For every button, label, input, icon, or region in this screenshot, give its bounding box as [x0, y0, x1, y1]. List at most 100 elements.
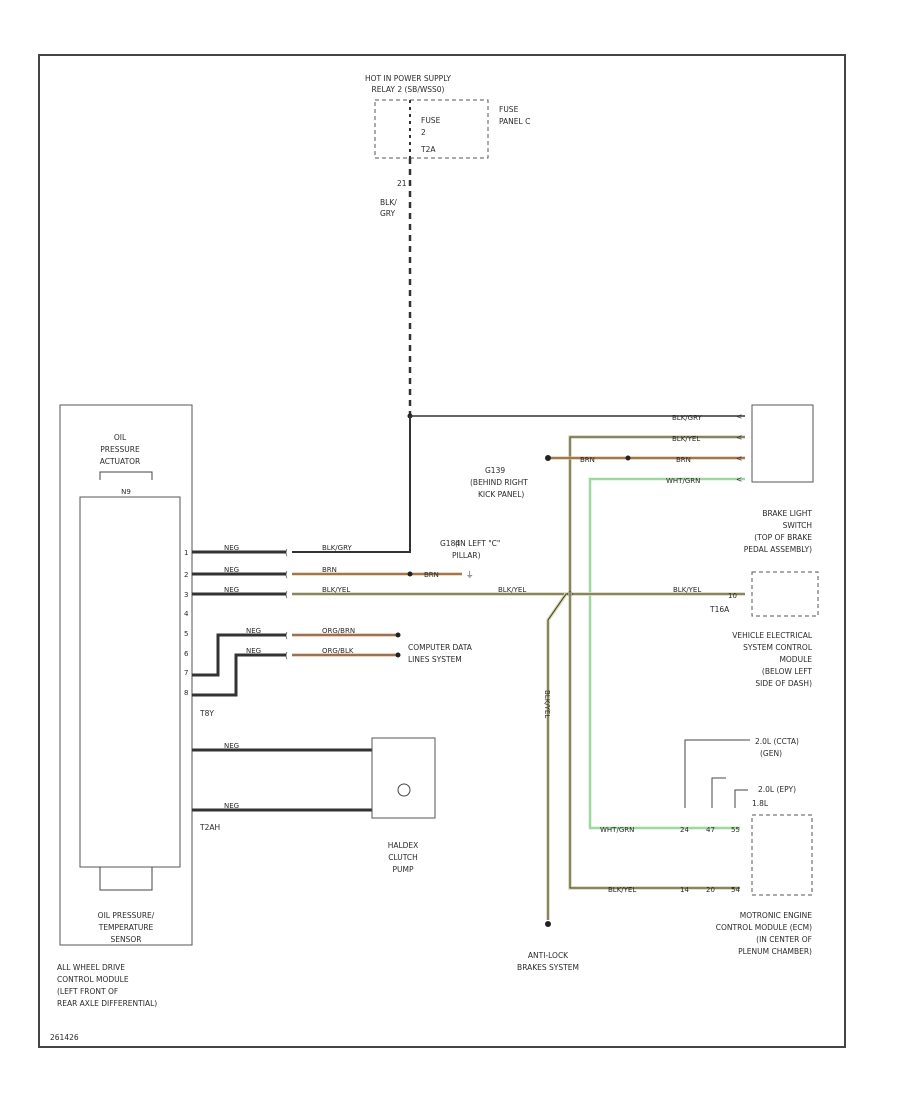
top-wire-color: BLK/ [380, 198, 397, 207]
ecm-pin-q3: 54 [731, 886, 740, 894]
fuse-panel-label-2: PANEL C [499, 117, 530, 126]
wire-label-blk-gry-1: BLK/GRY [322, 544, 352, 552]
haldex-pump-box [371, 737, 436, 819]
ground-g184-symbol: ⏚ [466, 570, 474, 579]
option-line-3 [734, 789, 748, 808]
power-supply-label: HOT IN POWER SUPPLY [365, 74, 451, 83]
brake-switch-label-3: (TOP OF BRAKE [754, 533, 812, 542]
awd-module-name-4: REAR AXLE DIFFERENTIAL) [57, 999, 157, 1008]
connector-mark-2: ( [285, 570, 288, 579]
power-supply-relay: RELAY 2 (SB/WSS0) [372, 85, 445, 94]
ecm-label-3: (IN CENTER OF [756, 935, 812, 944]
ground-g184-loc: (IN LEFT "C" [455, 539, 500, 548]
module-pin-4: 4 [184, 610, 189, 618]
motronic-ecm-box [751, 814, 813, 896]
wire-wht-grn [588, 477, 745, 830]
ecm-pin-p1: 24 [680, 826, 689, 834]
wire-label-neg-1: NEG [224, 544, 239, 552]
fuse-terminal: T2A [420, 145, 436, 154]
awd-module-name: ALL WHEEL DRIVE [57, 963, 125, 972]
brake-switch-label-4: PEDAL ASSEMBLY) [744, 545, 812, 554]
wire-label-org-brn: ORG/BRN [322, 627, 355, 635]
ground-g139-loc-2: KICK PANEL) [478, 490, 524, 499]
switch-pin-arrow-2: < [736, 433, 742, 442]
data-lines-label: COMPUTER DATA [408, 643, 473, 652]
vecm-label-3: MODULE [779, 655, 812, 664]
connector-mark-5: ( [285, 651, 288, 660]
oil-actuator-symbol [99, 471, 153, 480]
wire-label-blk-yel-switch: BLK/YEL [672, 435, 700, 443]
ecm-option-1b: (GEN) [760, 749, 782, 758]
wire-label-org-blk: ORG/BLK [322, 647, 354, 655]
ecm-option-1: 2.0L (CCTA) [755, 737, 799, 746]
fuse-panel-box [374, 99, 489, 159]
oil-actuator-label: OIL [114, 433, 127, 442]
module-pin-3: 3 [184, 591, 188, 599]
brake-switch-label-2: SWITCH [783, 521, 812, 530]
wire-label-neg-h1: NEG [224, 742, 239, 750]
wire-pin7-to-data [192, 653, 286, 697]
ecm-label-4: PLENUM CHAMBER) [738, 947, 812, 956]
module-pin-8: 8 [184, 689, 188, 697]
internal-module-box [79, 496, 181, 868]
ecm-pin-p3: 55 [731, 826, 740, 834]
wire-to-abs-core [547, 593, 567, 920]
wire-label-blk-yel-3: BLK/YEL [322, 586, 350, 594]
connector-mark-1: ( [285, 548, 288, 557]
switch-pin-arrow-4: < [736, 475, 742, 484]
data-line-arrow-1 [395, 632, 401, 638]
awd-module-name-2: CONTROL MODULE [57, 975, 129, 984]
ecm-option-2: 2.0L (EPY) [758, 785, 796, 794]
ecm-pin-q2: 20 [706, 886, 715, 894]
connector-mark-3: ( [285, 590, 288, 599]
figure-id: 261426 [50, 1033, 79, 1042]
fuse-panel-label: FUSE [499, 105, 519, 114]
wire-label-blk-yel-abs: BLK/YEL [543, 690, 551, 718]
abs-label-2: BRAKES SYSTEM [517, 963, 579, 972]
connector-t8y: T8Y [199, 709, 214, 718]
option-line-2 [711, 777, 726, 808]
top-wire-color-2: GRY [380, 209, 396, 218]
splice-brn-2 [407, 571, 413, 577]
connector-mark-4: ( [285, 631, 288, 640]
ground-g139-label: G139 [485, 466, 505, 475]
module-pin-6: 6 [184, 650, 189, 658]
wire-label-wht-grn-switch: WHT/GRN [666, 477, 700, 485]
vecm-label-2: SYSTEM CONTROL [743, 643, 813, 652]
awd-module-name-3: (LEFT FRONT OF [57, 987, 118, 996]
brake-switch-label: BRAKE LIGHT [762, 509, 812, 518]
connector-t2ah: T2AH [199, 823, 220, 832]
ecm-option-3: 1.8L [752, 799, 769, 808]
wire-label-brn-b: BRN [676, 456, 691, 464]
ecm-pin-q1: 14 [680, 886, 689, 894]
ground-g184-loc-2: PILLAR) [452, 551, 481, 560]
haldex-label-3: PUMP [392, 865, 413, 874]
vecm-label: VEHICLE ELECTRICAL [732, 631, 813, 640]
wire-blk-yel-to-switch [568, 435, 745, 592]
sensor-label: OIL PRESSURE/ [98, 911, 155, 920]
top-wire-pin: 21 [397, 179, 407, 188]
haldex-pump-motor-icon [397, 783, 411, 797]
option-line-1 [684, 739, 750, 808]
wire-label-brn-3: BRN [424, 571, 439, 579]
haldex-label-2: CLUTCH [388, 853, 418, 862]
wire-label-neg-3: NEG [224, 586, 239, 594]
abs-arrow [545, 921, 551, 927]
oil-actuator-pin: N9 [121, 488, 131, 496]
vecm-label-5: SIDE OF DASH) [755, 679, 812, 688]
wire-label-wht-grn-ecm: WHT/GRN [600, 826, 634, 834]
ecm-pin-p2: 47 [706, 826, 715, 834]
vecm-pin: 10 [728, 592, 737, 600]
vecm-box [751, 571, 819, 617]
wire-to-abs [546, 593, 568, 920]
wire-label-neg-2: NEG [224, 566, 239, 574]
splice-brn [625, 455, 631, 461]
wire-blk-yel-to-ecm-core [569, 592, 740, 889]
sensor-label-2: TEMPERATURE [98, 923, 154, 932]
wire-pin5-to-data [192, 633, 286, 677]
data-lines-label-2: LINES SYSTEM [408, 655, 462, 664]
data-line-arrow-2 [395, 652, 401, 658]
vecm-connector: T16A [709, 605, 730, 614]
haldex-label: HALDEX [388, 841, 419, 850]
